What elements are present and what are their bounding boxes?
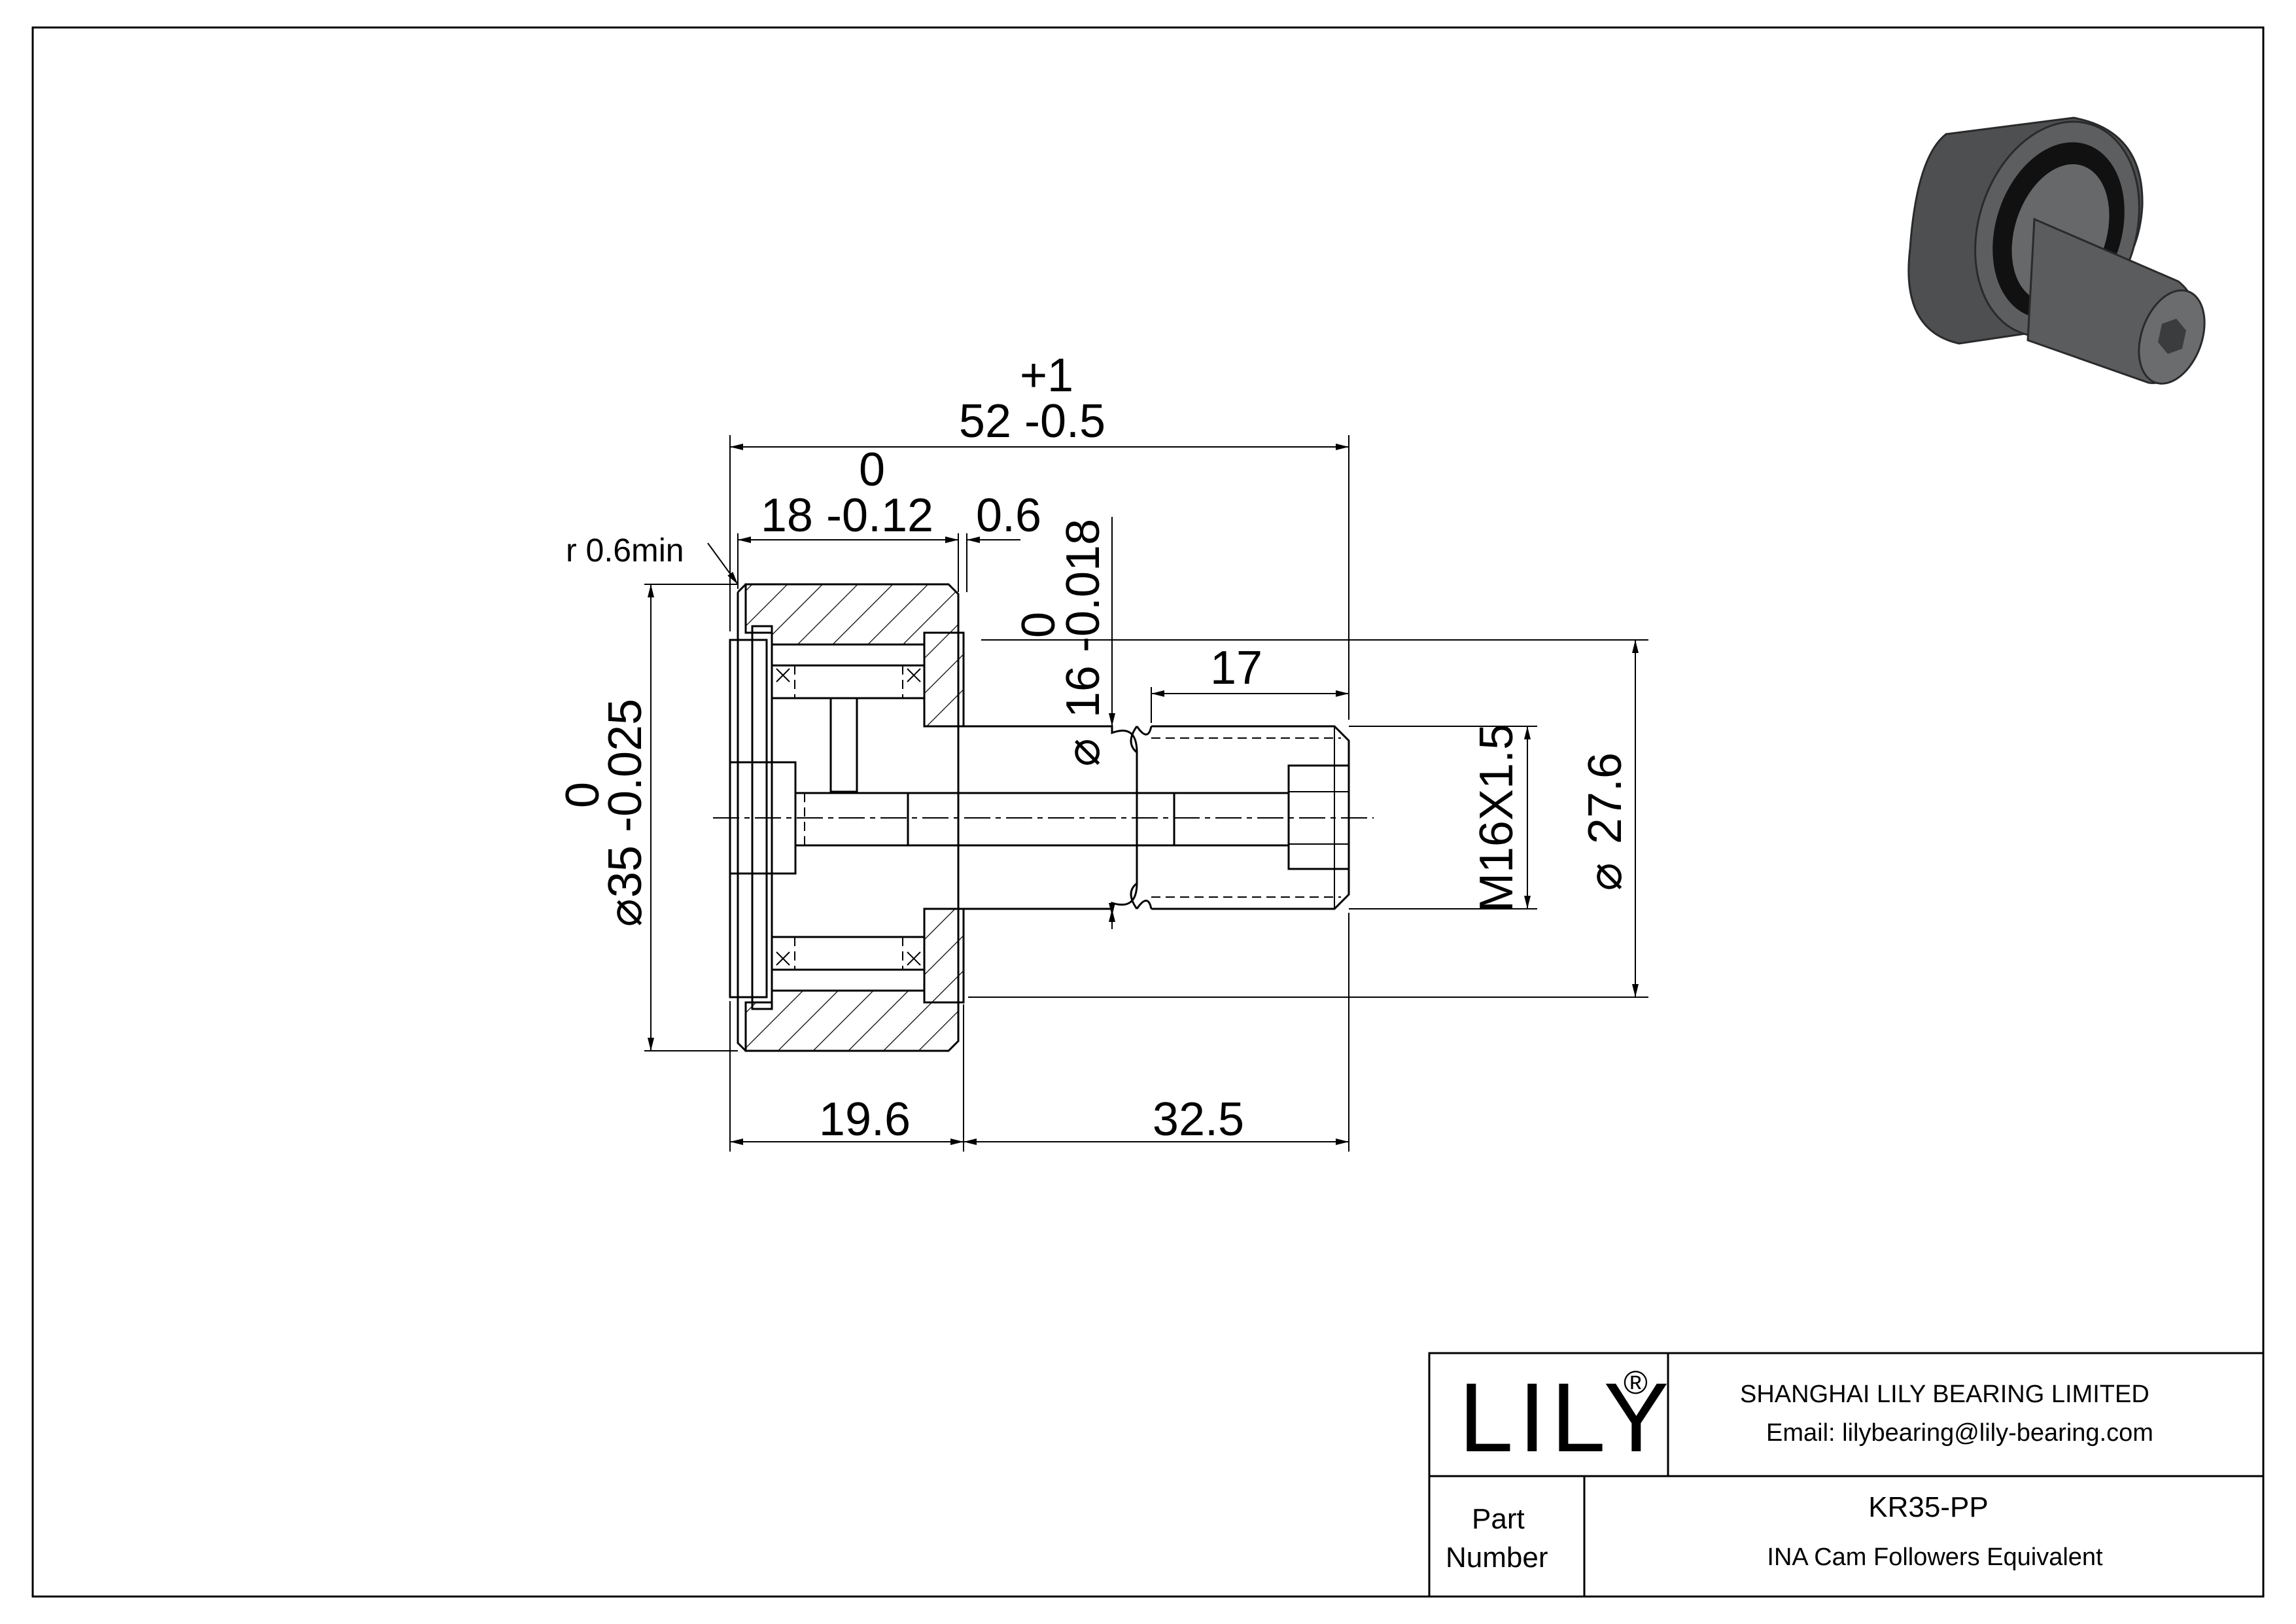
bearing-3d-render bbox=[1907, 116, 2206, 385]
outer-dia-symbol: ⌀ bbox=[599, 898, 652, 927]
dimension-stud-diameter: 0 ⌀ 16 -0.018 bbox=[1013, 517, 1115, 929]
stud-dia-tolerance: 0 bbox=[1013, 612, 1065, 638]
dimension-thread: M16X1.5 bbox=[1349, 724, 1537, 912]
company-name: SHANGHAI LILY BEARING LIMITED bbox=[1740, 1381, 2149, 1408]
thread-length-value: 17 bbox=[1210, 642, 1262, 694]
dimension-radius: r 0.6min bbox=[566, 532, 739, 585]
part-number: KR35-PP bbox=[1868, 1491, 1988, 1523]
stud-dia-symbol: ⌀ bbox=[1057, 738, 1109, 766]
part-label-line2: Number bbox=[1446, 1542, 1548, 1574]
width-tolerance: 0 bbox=[859, 444, 885, 496]
flange-dia-value: 27.6 bbox=[1579, 752, 1631, 844]
part-description: INA Cam Followers Equivalent bbox=[1767, 1544, 2103, 1571]
title-block: LILY ® SHANGHAI LILY BEARING LIMITED Ema… bbox=[1428, 1352, 2265, 1598]
side-plate-bottom bbox=[923, 908, 965, 1004]
dimension-width: 0 18 -0.12 0.6 bbox=[737, 444, 1041, 592]
left-section-value: 19.6 bbox=[819, 1093, 911, 1146]
needle-roller-bottom bbox=[776, 937, 921, 970]
bearing-section-view bbox=[713, 583, 1374, 1052]
drawing-border bbox=[31, 26, 2265, 1598]
part-label-line1: Part bbox=[1472, 1503, 1525, 1535]
company-logo: LILY bbox=[1459, 1362, 1674, 1472]
stud-dia-value: 16 -0.018 bbox=[1057, 519, 1109, 718]
dimension-overall-length: +1 52 -0.5 bbox=[729, 349, 1349, 720]
outer-dia-tolerance: 0 bbox=[557, 782, 609, 808]
dimension-outer-diameter: 0 ⌀ 35 -0.025 bbox=[557, 584, 738, 1051]
outer-dia-value: 35 -0.025 bbox=[599, 699, 652, 898]
thread-value: M16X1.5 bbox=[1470, 724, 1523, 912]
dimension-bottom: 19.6 32.5 bbox=[729, 913, 1349, 1152]
registered-mark: ® bbox=[1624, 1364, 1648, 1401]
side-plate-top bbox=[923, 631, 965, 728]
dimension-thread-length: 17 bbox=[1151, 642, 1349, 723]
gap-value: 0.6 bbox=[976, 489, 1041, 542]
needle-roller-top bbox=[776, 665, 921, 698]
company-email: Email: lilybearing@lily-bearing.com bbox=[1766, 1419, 2153, 1447]
width-value: 18 -0.12 bbox=[761, 489, 933, 542]
overall-length-value: 52 -0.5 bbox=[959, 395, 1105, 448]
stud-length-value: 32.5 bbox=[1153, 1093, 1244, 1146]
overall-length-tolerance: +1 bbox=[1020, 349, 1073, 402]
dimension-flange-diameter: ⌀ 27.6 bbox=[968, 639, 1648, 998]
flange-dia-symbol: ⌀ bbox=[1579, 862, 1631, 891]
radius-label: r 0.6min bbox=[566, 532, 684, 569]
